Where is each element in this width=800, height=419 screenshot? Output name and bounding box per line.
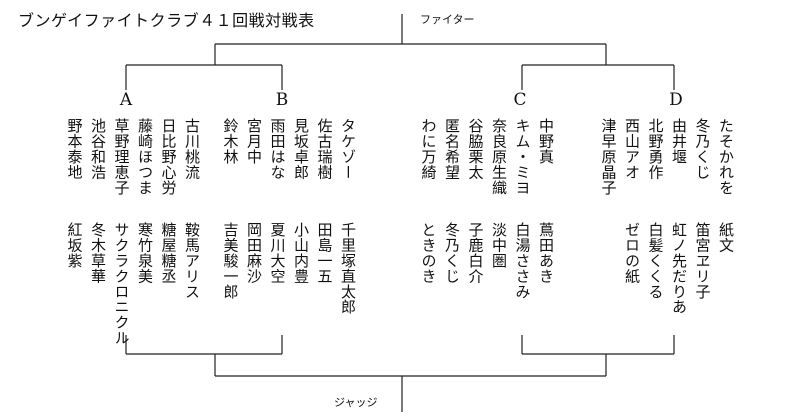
fighter-name: 日比野心労 — [159, 118, 178, 195]
fighter-name: 佐古瑞樹 — [315, 118, 334, 180]
judge-name: 吉美駿一郎 — [221, 222, 240, 299]
group-letter-b: B — [275, 90, 289, 110]
fighter-name: 北野勇作 — [646, 118, 665, 180]
fighter-name: 雨田はな — [268, 118, 287, 180]
judge-name: 糖屋糖丞 — [159, 222, 178, 284]
fighter-name: 野本泰地 — [65, 118, 84, 180]
fighter-name: わに万綺 — [419, 118, 438, 180]
fighter-heading: ファイター — [420, 13, 475, 26]
judge-name: 鞍馬アリス — [183, 222, 201, 299]
fighter-name: 鈴木林 — [221, 118, 240, 165]
fighter-name: 谷脇栗太 — [466, 118, 485, 180]
judge-name: 夏川大空 — [268, 222, 287, 284]
judge-name: サクラクロニクル — [112, 222, 131, 346]
fighter-name: 西山アオ — [623, 118, 641, 180]
judge-name: 紅坂紫 — [65, 222, 84, 269]
judge-name: ときのき — [419, 222, 438, 284]
judge-name: 虹ノ先だりあ — [670, 222, 688, 315]
fighter-name: たそかれを — [717, 118, 735, 195]
fighter-name: 由井堰 — [670, 118, 688, 165]
judge-name: 岡田麻沙 — [245, 222, 263, 284]
judge-name: ゼロの紙 — [623, 222, 641, 284]
fighter-name: 中野真 — [537, 118, 555, 165]
fighter-name: タケゾー — [339, 118, 357, 180]
judge-name: 淡中圏 — [490, 222, 508, 269]
group-letter-a: A — [119, 90, 133, 110]
fighter-name: 匿名希望 — [443, 118, 461, 180]
fighter-name: 冬乃くじ — [693, 118, 712, 180]
judge-name: 千里塚直太郎 — [339, 222, 357, 315]
group-letter-c: C — [513, 90, 527, 110]
group-letter-d: D — [669, 90, 683, 110]
judge-name: 冬木草華 — [89, 222, 107, 284]
judge-name: 小山内豊 — [292, 222, 310, 284]
fighter-name: 津早原晶子 — [599, 118, 618, 195]
fighter-name: 古川桃流 — [183, 118, 201, 180]
fighter-name: 奈良原生織 — [490, 118, 508, 195]
fighter-name: 宮月中 — [245, 118, 263, 165]
judge-name: 白湯ささみ — [513, 222, 532, 299]
judge-name: 冬乃くじ — [443, 222, 461, 284]
fighter-name: 藤崎ほつま — [136, 118, 154, 195]
judge-name: 蔦田あき — [537, 222, 555, 284]
fighter-name: 草野理恵子 — [112, 118, 131, 195]
judge-name: 笛宮ヱリ子 — [693, 222, 712, 299]
page-title: ブンゲイファイトクラブ４１回戦対戦表 — [18, 11, 315, 30]
judge-name: 寒竹泉美 — [136, 222, 154, 284]
fighter-name: キム・ミヨ — [513, 118, 532, 195]
judge-name: 田島一五 — [315, 222, 334, 284]
judge-name: 白髪くくる — [646, 222, 665, 299]
judge-name: 子鹿白介 — [466, 222, 485, 284]
judge-name: 紙文 — [717, 222, 735, 253]
judge-heading: ジャッジ — [334, 396, 378, 409]
fighter-name: 見坂卓郎 — [292, 118, 310, 180]
fighter-name: 池谷和浩 — [89, 118, 107, 180]
